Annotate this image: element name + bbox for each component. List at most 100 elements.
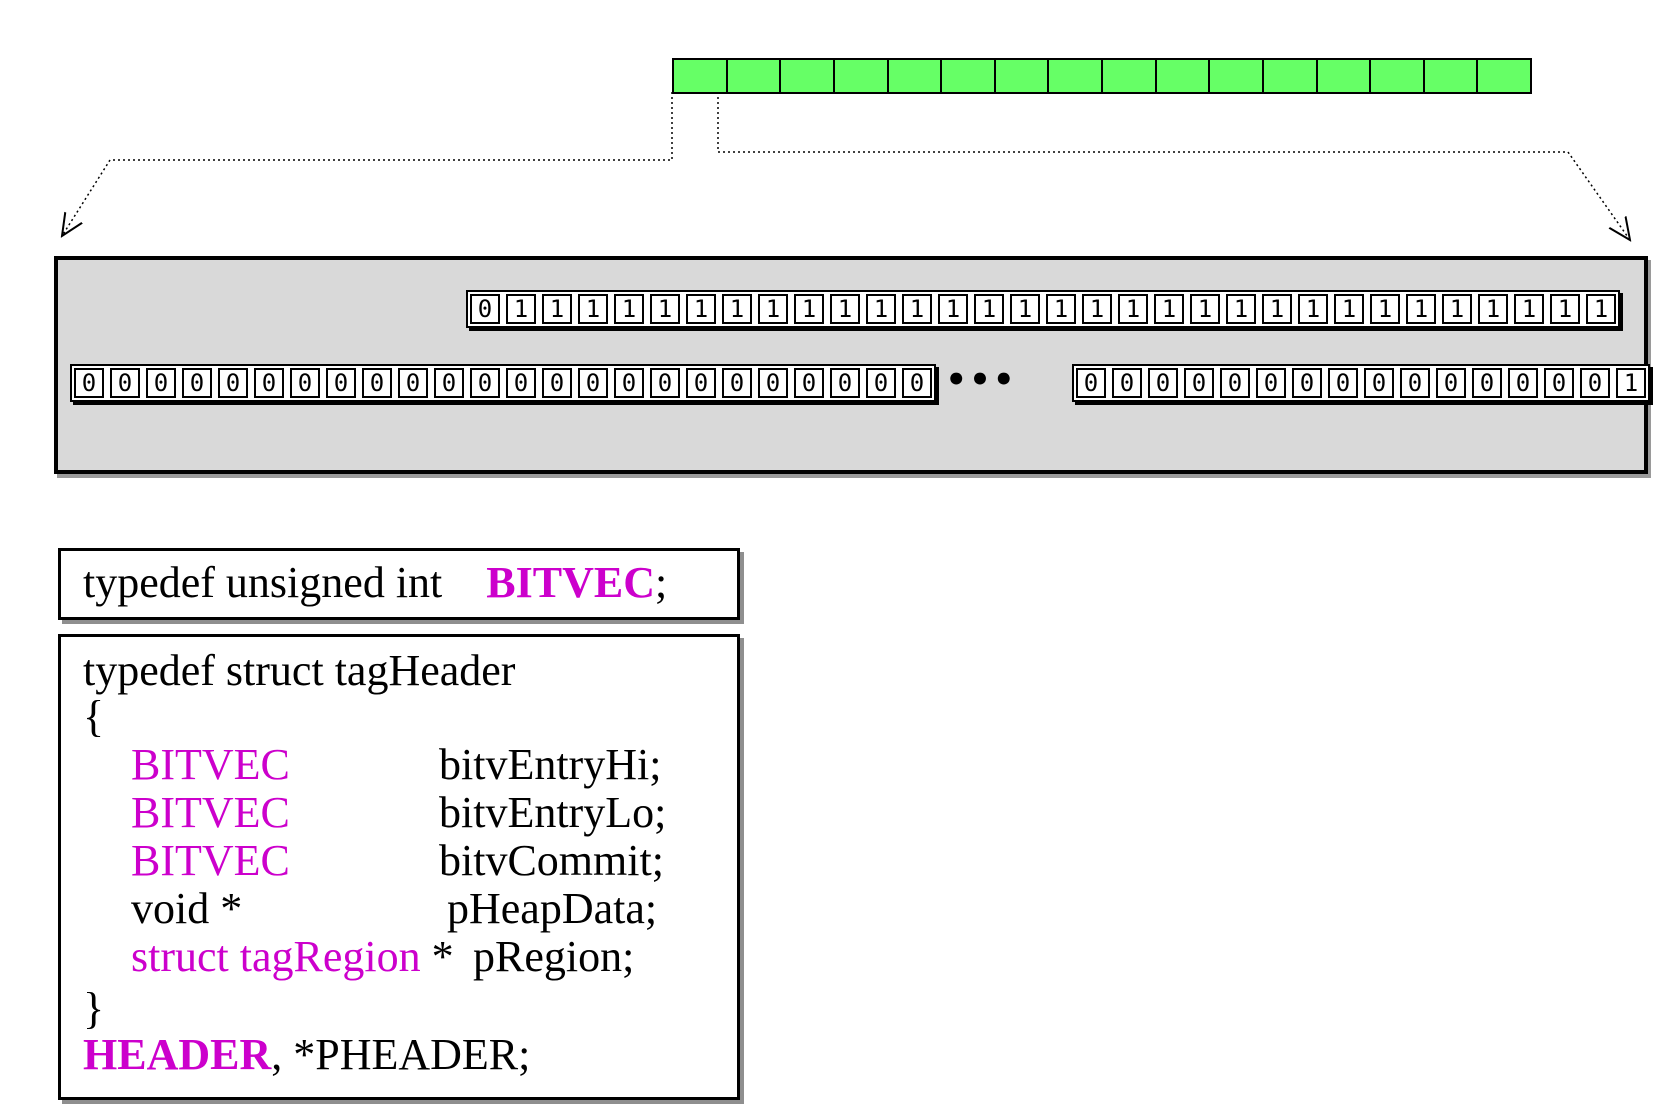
- bit-cell: 1: [1298, 294, 1328, 324]
- bit-cell: 0: [1544, 368, 1574, 398]
- header-cell: [995, 60, 1050, 92]
- struct-header-box: typedef struct tagHeader { } HEADER, *PH…: [58, 634, 740, 1100]
- bit-cell: 0: [326, 368, 356, 398]
- bit-cell: 1: [974, 294, 1004, 324]
- field-type: BITVEC: [131, 837, 290, 885]
- field-type: BITVEC: [131, 789, 290, 837]
- bit-cell: 1: [1370, 294, 1400, 324]
- bit-cell: 1: [758, 294, 788, 324]
- field-type: struct tagRegion *: [131, 933, 454, 981]
- header-cell: [1371, 60, 1425, 92]
- bit-cell: 0: [1508, 368, 1538, 398]
- bit-cell: 0: [1148, 368, 1178, 398]
- bit-cell: 0: [146, 368, 176, 398]
- bit-cell: 0: [1580, 368, 1610, 398]
- struct-name-line: HEADER, *PHEADER;: [83, 1031, 530, 1079]
- struct-tail: , *PHEADER;: [271, 1030, 531, 1079]
- field-name: bitvEntryHi;: [439, 740, 662, 789]
- bit-cell: 0: [1400, 368, 1430, 398]
- header-cell: [1478, 60, 1530, 92]
- connector-left: [62, 92, 673, 236]
- typedef-bitvec-box: typedef unsigned int BITVEC;: [58, 548, 740, 620]
- bit-cell: 0: [1292, 368, 1322, 398]
- open-brace: {: [83, 692, 105, 741]
- close-brace: }: [83, 984, 105, 1033]
- struct-name: HEADER: [83, 1030, 272, 1079]
- bit-cell: 0: [1112, 368, 1142, 398]
- bit-cell: 0: [902, 368, 932, 398]
- header-cell: [727, 60, 782, 92]
- header-cell: [1263, 60, 1318, 92]
- zoom-connector-lines: [0, 92, 1678, 260]
- bit-cell: 0: [506, 368, 536, 398]
- bit-cell: 0: [1364, 368, 1394, 398]
- bit-cell: 1: [1082, 294, 1112, 324]
- bit-cell: 1: [1616, 368, 1646, 398]
- bit-cell: 1: [1406, 294, 1436, 324]
- bit-cell: 0: [830, 368, 860, 398]
- header-cell: [1156, 60, 1211, 92]
- field-type: BITVEC: [131, 741, 290, 789]
- field-type-text: void *: [131, 884, 243, 933]
- field-type-text: struct tagRegion: [131, 932, 421, 981]
- bit-cell: 1: [902, 294, 932, 324]
- field-type: void *: [131, 885, 242, 933]
- bit-cell: 0: [218, 368, 248, 398]
- field-name: pHeapData;: [447, 884, 658, 933]
- field-type-text: BITVEC: [131, 788, 290, 837]
- bit-cell: 1: [1334, 294, 1364, 324]
- bit-cell: 0: [1328, 368, 1358, 398]
- field-type-text: BITVEC: [131, 836, 290, 885]
- header-cell: [1210, 60, 1264, 92]
- bit-cell: 0: [110, 368, 140, 398]
- bit-cell: 1: [650, 294, 680, 324]
- bit-cell: 0: [290, 368, 320, 398]
- field-name: bitvCommit;: [439, 836, 664, 885]
- bit-cell: 1: [1586, 294, 1616, 324]
- header-cell: [674, 60, 728, 92]
- bit-cell: 1: [866, 294, 896, 324]
- bit-cell: 1: [1226, 294, 1256, 324]
- bit-cell: 1: [578, 294, 608, 324]
- bit-cell: 1: [1118, 294, 1148, 324]
- bit-cell: 1: [938, 294, 968, 324]
- header-cell: [1317, 60, 1372, 92]
- bit-cell: 0: [1472, 368, 1502, 398]
- typedef-prefix: typedef unsigned int: [83, 558, 443, 607]
- bit-cell: 1: [1010, 294, 1040, 324]
- header-cell: [834, 60, 889, 92]
- connector-right: [717, 92, 1630, 240]
- header-cell: [781, 60, 835, 92]
- bit-cell: 0: [650, 368, 680, 398]
- bit-cell: 0: [74, 368, 104, 398]
- bit-cell: 1: [1154, 294, 1184, 324]
- header-cell: [1103, 60, 1157, 92]
- bit-cell: 0: [1076, 368, 1106, 398]
- bit-cell: 1: [794, 294, 824, 324]
- bit-cell: 1: [1190, 294, 1220, 324]
- bit-cell: 1: [542, 294, 572, 324]
- bit-cell: 0: [1184, 368, 1214, 398]
- field-name: pRegion;: [473, 932, 635, 981]
- ellipsis: •••: [945, 360, 1017, 400]
- bit-cell: 0: [866, 368, 896, 398]
- bit-cell: 0: [758, 368, 788, 398]
- field-type-pointer: *: [420, 932, 454, 981]
- bit-cell: 0: [722, 368, 752, 398]
- bit-cell: 0: [686, 368, 716, 398]
- bit-cell: 0: [794, 368, 824, 398]
- bit-cell: 0: [614, 368, 644, 398]
- bit-cell: 1: [686, 294, 716, 324]
- bit-cell: 1: [1046, 294, 1076, 324]
- header-cell: [888, 60, 943, 92]
- bit-cell: 1: [1514, 294, 1544, 324]
- bit-cell: 1: [1262, 294, 1292, 324]
- bit-cell: 1: [614, 294, 644, 324]
- header-cell: [1424, 60, 1479, 92]
- field-name: bitvEntryLo;: [439, 788, 667, 837]
- typedef-name: BITVEC: [486, 558, 655, 607]
- bit-cell: 0: [398, 368, 428, 398]
